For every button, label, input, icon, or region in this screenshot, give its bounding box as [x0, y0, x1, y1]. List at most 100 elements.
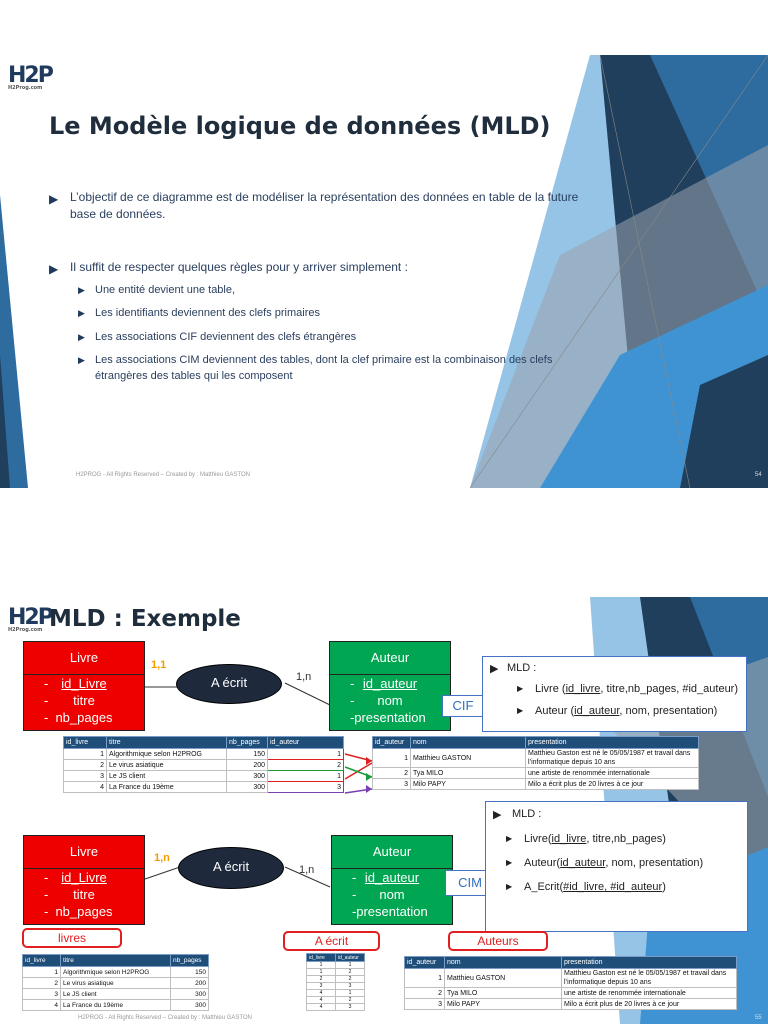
entity-attribute: -id_auteur — [350, 676, 418, 691]
entity-name: Auteur — [332, 836, 452, 869]
mld-line: Livre (id_livre, titre,nb_pages, #id_aut… — [535, 683, 739, 695]
bullet-icon: ▶ — [493, 809, 502, 821]
cardinality-right: 1,n — [296, 671, 312, 683]
entity-attribute: -nb_pages — [44, 710, 113, 725]
entity-name: Livre — [24, 642, 144, 675]
sub-bullet-icon: ▶ — [78, 308, 85, 318]
slide-title: MLD : Exemple — [49, 606, 241, 632]
sub-bullet-icon: ▶ — [506, 858, 513, 867]
slide-54: H2P H2Prog.com Le Modèle logique de donn… — [0, 55, 768, 488]
slide-title: Le Modèle logique de données (MLD) — [49, 112, 551, 140]
entity-attribute: -titre — [44, 887, 95, 902]
mld-line: A_Ecrit(#id_livre, #id_auteur) — [524, 881, 666, 893]
page-number: 54 — [755, 472, 762, 478]
entity-attribute: -id_Livre — [44, 676, 107, 691]
mld-line: Auteur (id_auteur, nom, presentation) — [535, 705, 718, 717]
sub-bullet-text: Les associations CIF deviennent des clef… — [95, 331, 357, 343]
slide-55: H2P H2Prog.com MLD : Exemple Livre -id_L… — [0, 597, 768, 1024]
mld-header: MLD : — [512, 808, 542, 820]
entity-attribute: -id_auteur — [352, 870, 420, 885]
mld-line: Auteur(id_auteur, nom, presentation) — [524, 857, 704, 869]
label-auteurs: Auteurs — [448, 931, 548, 951]
cardinality-left: 1,1 — [151, 659, 167, 671]
entity-attribute: -presentation — [352, 904, 428, 919]
page-number: 55 — [755, 1015, 762, 1021]
entity-livre: Livre -id_Livre -titre -nb_pages — [23, 835, 145, 925]
sub-bullet-icon: ▶ — [506, 834, 513, 843]
entity-auteur: Auteur -id_auteur -nom -presentation — [331, 835, 453, 925]
bullet-icon: ▶ — [49, 192, 59, 206]
association-ecrit: A écrit — [178, 847, 284, 889]
sub-bullet-icon: ▶ — [517, 706, 524, 715]
cardinality-right: 1,n — [299, 864, 315, 876]
cardinality-left: 1,n — [154, 852, 170, 864]
sub-bullet-icon: ▶ — [78, 332, 85, 342]
slide-decoration — [0, 55, 768, 488]
bullet-icon: ▶ — [490, 663, 499, 675]
diagram-links — [144, 682, 373, 888]
entity-attribute: -presentation — [350, 710, 426, 725]
entity-auteur: Auteur -id_auteur -nom -presentation — [329, 641, 451, 731]
mld-box-cif: ▶ MLD : ▶ Livre (id_livre, titre,nb_page… — [482, 656, 747, 732]
sub-bullet-icon: ▶ — [506, 882, 513, 891]
cif-tag: CIF — [442, 695, 484, 717]
entity-livre: Livre -id_Livre -titre -nb_pages — [23, 641, 145, 731]
sub-bullet-text: Les identifiants deviennent des clefs pr… — [95, 307, 321, 319]
entity-attribute: -titre — [44, 693, 95, 708]
entity-attribute: -nom — [352, 887, 405, 902]
mld-box-cim: ▶ MLD : ▶ Livre(id_livre, titre,nb_pages… — [485, 801, 748, 932]
sub-bullet-text: Les associations CIM deviennent des tabl… — [95, 354, 553, 382]
association-ecrit: A écrit — [176, 664, 282, 704]
sub-bullet-icon: ▶ — [78, 285, 85, 295]
label-livres: livres — [22, 928, 122, 948]
entity-attribute: -id_Livre — [44, 870, 107, 885]
sub-bullet-text: Une entité devient une table, — [95, 284, 236, 296]
footer: H2PROG - All Rights Reserved – Created b… — [76, 472, 250, 478]
bullet-text: Il suffit de respecter quelques règles p… — [70, 260, 408, 274]
bullet-icon: ▶ — [49, 262, 59, 276]
sub-bullet-icon: ▶ — [517, 684, 524, 693]
logo: H2P H2Prog.com — [8, 605, 54, 633]
sub-bullet-icon: ▶ — [78, 355, 85, 365]
mld-line: Livre(id_livre, titre,nb_pages) — [524, 833, 666, 845]
label-a-ecrit: A écrit — [283, 931, 380, 951]
mld-header: MLD : — [507, 662, 537, 674]
entity-name: Livre — [24, 836, 144, 869]
footer: H2PROG - All Rights Reserved – Created b… — [78, 1015, 252, 1021]
entity-attribute: -nom — [350, 693, 403, 708]
logo: H2P H2Prog.com — [8, 63, 54, 91]
bullet-text: L’objectif de ce diagramme est de modéli… — [70, 190, 579, 221]
entity-name: Auteur — [330, 642, 450, 675]
